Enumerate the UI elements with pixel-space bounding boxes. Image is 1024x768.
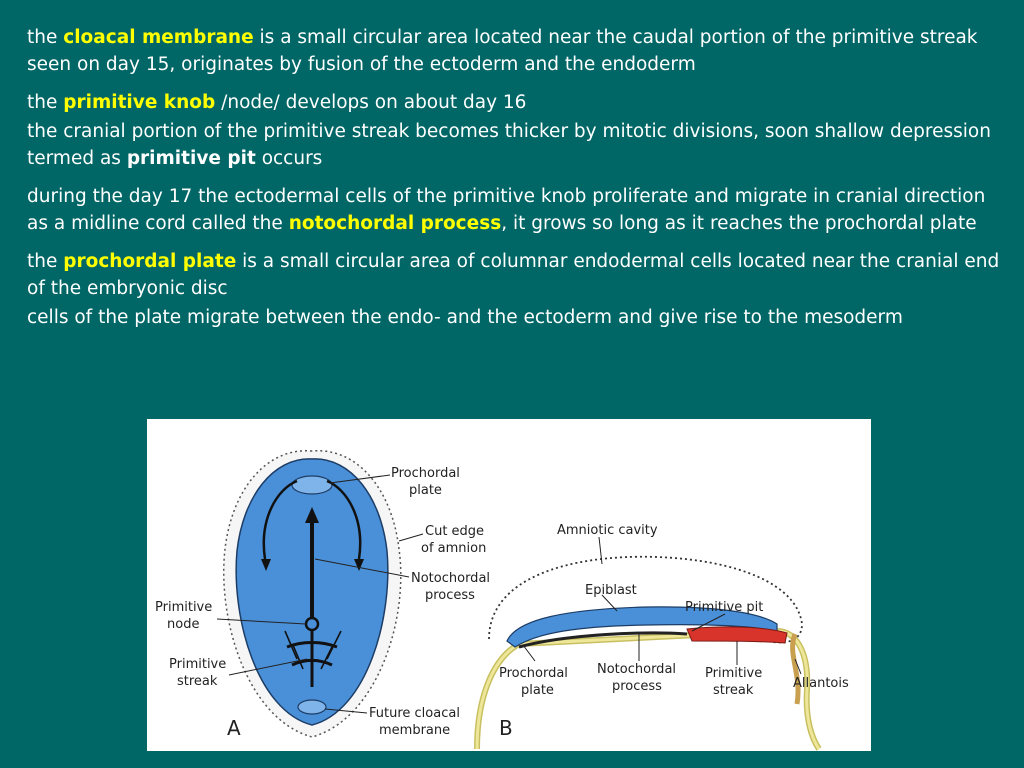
text: during the day 17 the ectodermal cells o… — [27, 186, 986, 234]
slide-text: the cloacal membrane is a small circular… — [27, 24, 1002, 331]
term-notochordal-process: notochordal process — [288, 213, 502, 234]
label-prochordal-b-2: plate — [521, 683, 554, 698]
label-notochordal-b-1: Notochordal — [597, 662, 676, 677]
text: the — [27, 27, 64, 48]
label-amniotic-cavity: Amniotic cavity — [557, 523, 658, 538]
leader-prochordal — [329, 474, 391, 484]
term-primitive-pit: primitive pit — [126, 148, 256, 169]
lateral-arrow-3 — [292, 644, 304, 670]
paragraph-cloacal-membrane: the cloacal membrane is a small circular… — [27, 24, 1002, 78]
label-primitive-streak-b-1: Primitive — [705, 666, 762, 681]
leader-epiblast — [601, 594, 618, 612]
label-primitive-streak-b-2: streak — [713, 683, 754, 698]
notochordal-process-b — [518, 631, 688, 649]
paragraph-mesoderm: cells of the plate migrate between the e… — [27, 307, 903, 328]
leader-node — [216, 618, 307, 625]
paragraph-prochordal-plate: the prochordal plate is a small circular… — [27, 248, 1002, 302]
cloacal-membrane-shape — [297, 699, 327, 715]
label-future-cloacal-2: membrane — [379, 723, 450, 738]
primitive-streak-b — [686, 626, 788, 644]
label-allantois: Allantois — [793, 676, 849, 691]
streak-cross-1 — [286, 641, 338, 649]
allantois-shape — [790, 633, 801, 705]
leader-allantois — [794, 658, 802, 675]
embryo-figure: Prochordal plate Cut edge of amnion Noto… — [147, 419, 871, 751]
paragraph-primitive-pit: the cranial portion of the primitive str… — [27, 118, 1002, 172]
arrowhead-left — [261, 559, 271, 571]
streak-cross-2 — [291, 659, 333, 667]
text: /node/ develops on about day 16 — [215, 92, 527, 113]
epiblast-layer — [506, 606, 778, 648]
text: is a small circular area of columnar end… — [27, 251, 1000, 299]
arrow-left — [262, 479, 298, 560]
term-primitive-knob: primitive knob — [63, 92, 216, 113]
leader-pit — [691, 613, 726, 632]
label-cut-edge-1: Cut edge — [425, 524, 484, 539]
panel-letter-b: B — [499, 716, 513, 740]
text: the — [27, 251, 64, 272]
label-prochordal-plate-2: plate — [409, 483, 442, 498]
arrow-right — [326, 479, 362, 560]
text: the cranial portion of the primitive str… — [27, 121, 991, 169]
leader-cloacal — [324, 708, 368, 714]
text: , it grows so long as it reaches the pro… — [501, 213, 977, 234]
label-notochordal-1: Notochordal — [411, 571, 490, 586]
notochord-arrowhead — [305, 507, 319, 523]
leader-notochordal — [314, 558, 410, 578]
label-future-cloacal-1: Future cloacal — [369, 706, 460, 721]
term-prochordal-plate: prochordal plate — [63, 251, 237, 272]
text: is a small circular area located near th… — [27, 27, 978, 75]
label-primitive-streak-1: Primitive — [169, 657, 226, 672]
paragraph-notochordal-process: during the day 17 the ectodermal cells o… — [27, 183, 1002, 237]
label-cut-edge-2: of amnion — [421, 541, 486, 556]
label-primitive-streak-2: streak — [177, 674, 218, 689]
embryo-diagram: Prochordal plate Cut edge of amnion Noto… — [155, 450, 849, 751]
leader-prochordal-b — [522, 644, 536, 662]
leader-streak — [228, 658, 308, 676]
leader-cut-edge — [398, 533, 424, 542]
primitive-node-shape — [304, 616, 320, 632]
label-primitive-node-1: Primitive — [155, 600, 212, 615]
label-notochordal-2: process — [425, 588, 475, 603]
leader-amniotic — [598, 536, 603, 565]
label-notochordal-b-2: process — [612, 679, 662, 694]
label-epiblast: Epiblast — [585, 583, 637, 598]
term-cloacal-membrane: cloacal membrane — [63, 27, 254, 48]
paragraph-primitive-knob: the primitive knob /node/ develops on ab… — [27, 89, 1002, 116]
label-prochordal-b-1: Prochordal — [499, 666, 568, 681]
label-prochordal-plate-1: Prochordal — [391, 466, 460, 481]
text: occurs — [255, 148, 323, 169]
amniotic-dome — [488, 555, 803, 644]
yolk-sac-wall-inner — [475, 629, 821, 750]
text: the — [27, 92, 64, 113]
lateral-arrow-4 — [320, 644, 334, 670]
label-primitive-pit: Primitive pit — [685, 600, 763, 615]
arrowhead-right — [354, 559, 364, 571]
panel-letter-a: A — [227, 716, 241, 740]
prochordal-plate-shape — [291, 475, 333, 495]
label-primitive-node-2: node — [167, 617, 199, 632]
